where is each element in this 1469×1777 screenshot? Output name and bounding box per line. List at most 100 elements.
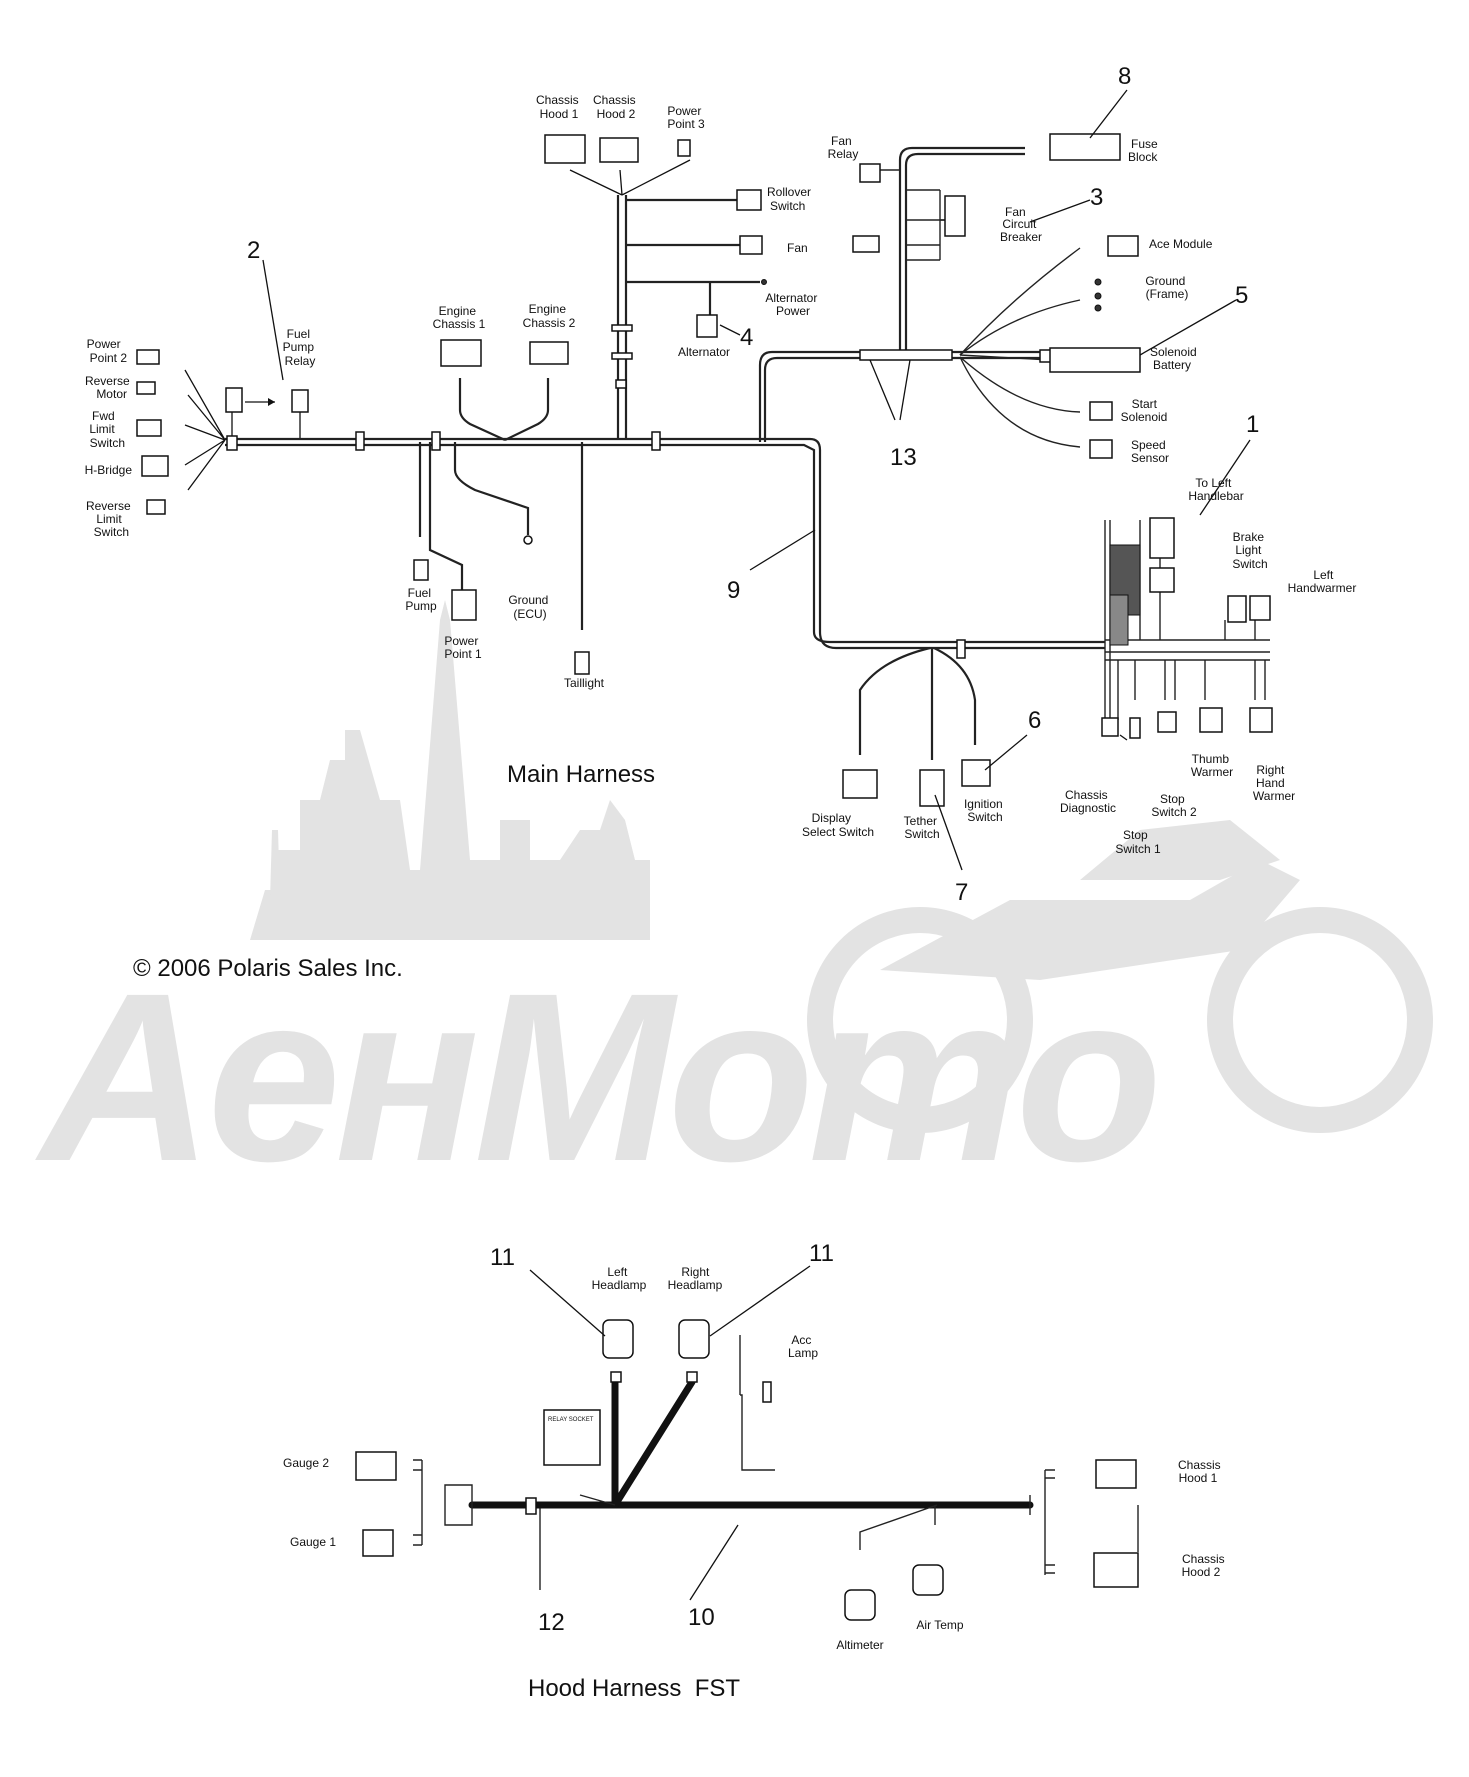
label-power-point3: Power Point 3 bbox=[667, 104, 705, 131]
label-engine-chassis2: Engine Chassis 2 bbox=[523, 302, 576, 330]
gauge1-connector bbox=[362, 1529, 394, 1557]
left-handwarmer-connector bbox=[1249, 595, 1271, 621]
label-display-select-switch: Display Select Switch bbox=[802, 811, 874, 839]
label-ignition-switch: Ignition Switch bbox=[964, 797, 1006, 824]
start-solenoid-connector bbox=[1089, 401, 1113, 421]
label-alternator: Alternator bbox=[678, 345, 730, 359]
label-left-headlamp: Left Headlamp bbox=[592, 1265, 647, 1292]
label-to-left-handlebar: To Left Handlebar bbox=[1188, 476, 1243, 503]
label-fuse-block: Fuse Block bbox=[1128, 137, 1161, 164]
alternator-power-terminal bbox=[761, 279, 767, 285]
callout-11b: 11 bbox=[809, 1240, 834, 1267]
label-thumb-warmer: Thumb Warmer bbox=[1191, 752, 1233, 779]
watermark-text: AeнMomo bbox=[35, 943, 1156, 1211]
label-fuel-pump: Fuel Pump bbox=[405, 586, 437, 613]
chassis-diagnostic-connector bbox=[1101, 717, 1119, 737]
fuel-pump-connector bbox=[413, 559, 429, 581]
label-start-solenoid: Start Solenoid bbox=[1121, 397, 1168, 424]
hood-harness: RELAY SOCKET 11 11 10 12 Left Headlamp R… bbox=[283, 1240, 1228, 1702]
relay-socket bbox=[543, 1409, 601, 1466]
reverse-limit-switch-connector bbox=[146, 499, 166, 515]
callout-5: 5 bbox=[1235, 282, 1248, 309]
callout-3: 3 bbox=[1090, 184, 1103, 211]
label-gauge2: Gauge 2 bbox=[283, 1456, 329, 1470]
to-left-handlebar-connector bbox=[1149, 517, 1175, 559]
tether-switch-connector bbox=[919, 769, 945, 807]
callout-6: 6 bbox=[1028, 707, 1041, 734]
callout-8: 9 bbox=[727, 577, 740, 604]
fan-circuit-breaker-connector bbox=[944, 195, 966, 237]
watermark: AeнMomo bbox=[35, 600, 1433, 1211]
ground-frame-terminal-1 bbox=[1094, 278, 1102, 286]
h-bridge-connector bbox=[141, 455, 169, 477]
acc-lamp-connector bbox=[762, 1381, 772, 1403]
ground-ecu-terminal bbox=[523, 535, 533, 545]
power-point1-connector bbox=[451, 589, 477, 621]
ignition-switch-connector bbox=[961, 759, 991, 787]
main-harness bbox=[184, 146, 1270, 760]
main-callout-leaders bbox=[262, 89, 1251, 871]
callout-2: 2 bbox=[247, 237, 260, 264]
ground-frame-terminal-2 bbox=[1094, 292, 1102, 300]
callout-7: 7 bbox=[955, 879, 968, 906]
label-chassis-hood1-hood: Chassis Hood 1 bbox=[1178, 1458, 1224, 1485]
copyright-text: © 2006 Polaris Sales Inc. bbox=[133, 955, 403, 982]
label-fuel-pump-relay: Fuel Pump Relay bbox=[283, 327, 318, 368]
label-ground-ecu: Ground (ECU) bbox=[508, 593, 551, 621]
callout-9: 13 bbox=[890, 444, 917, 471]
display-select-switch-connector bbox=[842, 769, 878, 799]
chassis-hood1-connector bbox=[544, 134, 586, 164]
power-point3-connector bbox=[677, 139, 691, 157]
gauge2-connector bbox=[355, 1451, 397, 1481]
label-acc-lamp: Acc Lamp bbox=[788, 1333, 818, 1360]
chassis-hood2-connector bbox=[599, 137, 639, 163]
label-power-point2: Power Point 2 bbox=[87, 337, 128, 365]
right-headlamp-connector bbox=[678, 1319, 710, 1359]
label-solenoid-battery: Solenoid Battery bbox=[1150, 345, 1200, 372]
hood-harness-title: Hood Harness FST bbox=[528, 1675, 740, 1702]
thumb-warmer-connector bbox=[1199, 707, 1223, 733]
ground-frame-terminal-3 bbox=[1094, 304, 1102, 312]
left-headlamp-connector bbox=[602, 1319, 634, 1359]
chassis-hood1-connector-hood bbox=[1095, 1459, 1137, 1489]
label-fan-circuit-breaker: Fan Circuit Breaker bbox=[1000, 205, 1042, 244]
label-alternator-power: Alternator Power bbox=[765, 291, 820, 318]
label-rollover-switch: Rollover Switch bbox=[767, 185, 814, 213]
label-chassis-diagnostic: Chassis Diagnostic bbox=[1060, 788, 1116, 815]
rollover-switch-connector bbox=[736, 189, 762, 211]
label-speed-sensor: Speed Sensor bbox=[1131, 438, 1169, 465]
label-reverse-motor: Reverse Motor bbox=[85, 374, 133, 401]
label-brake-light-switch: Brake Light Switch bbox=[1232, 530, 1267, 571]
label-fan: Fan bbox=[787, 241, 808, 255]
label-power-point1: Power Point 1 bbox=[444, 634, 482, 661]
label-stop-switch2: Stop Switch 2 bbox=[1151, 792, 1197, 819]
callout-1: 1 bbox=[1246, 411, 1259, 438]
label-right-hand-warmer: Right Hand Warmer bbox=[1253, 763, 1295, 803]
label-chassis-hood2: Chassis Hood 2 bbox=[593, 93, 639, 121]
callout-10: 10 bbox=[688, 1604, 715, 1631]
label-fan-relay: Fan Relay bbox=[828, 134, 859, 161]
fan-relay-connector bbox=[859, 163, 881, 183]
fuel-pump-relay-housing bbox=[225, 387, 243, 413]
ace-module-connector bbox=[1107, 235, 1139, 257]
fan-connector bbox=[739, 235, 763, 255]
label-stop-switch1: Stop Switch 1 bbox=[1115, 828, 1161, 856]
solenoid-battery-connector bbox=[1049, 347, 1141, 373]
fwd-limit-switch-connector bbox=[136, 419, 162, 437]
callout-11a: 11 bbox=[490, 1244, 515, 1271]
label-reverse-limit-switch: Reverse Limit Switch bbox=[86, 499, 134, 539]
reverse-motor-connector bbox=[136, 381, 156, 395]
chassis-hood2-connector-hood bbox=[1093, 1552, 1139, 1588]
engine-chassis2-connector bbox=[529, 341, 569, 365]
stop-switch2-connector bbox=[1157, 711, 1177, 733]
label-gauge1: Gauge 1 bbox=[290, 1535, 336, 1549]
speed-sensor-connector bbox=[1089, 439, 1113, 459]
label-left-handwarmer: Left Handwarmer bbox=[1288, 568, 1357, 595]
label-chassis-hood2-hood: Chassis Hood 2 bbox=[1182, 1552, 1228, 1579]
fuse-block-connector bbox=[1049, 133, 1121, 161]
taillight-connector bbox=[574, 651, 590, 675]
to-left-handlebar-connector2 bbox=[1149, 567, 1175, 593]
label-chassis-hood1: Chassis Hood 1 bbox=[536, 93, 582, 121]
